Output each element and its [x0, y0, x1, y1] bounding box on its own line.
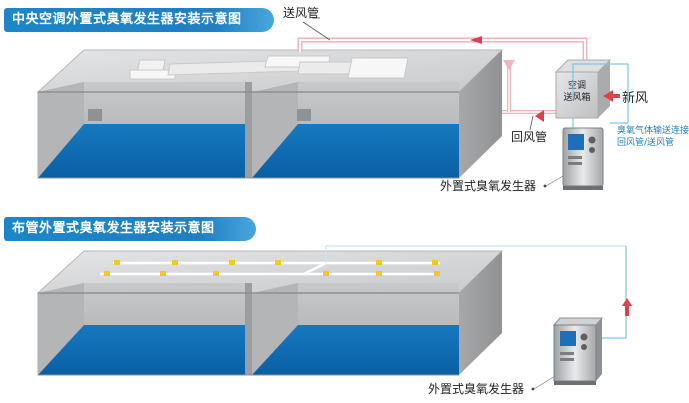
top-vent-1: [88, 109, 102, 121]
return-duct-label: 回风管: [511, 129, 547, 144]
fresh-air-arrow-icon: [603, 90, 620, 102]
supply-arrow-icon: [470, 36, 482, 44]
top-ozone-pipe: [572, 63, 629, 124]
bottom-ozone-generator-icon: [552, 317, 604, 385]
bottom-room1-floor: [38, 325, 245, 375]
return-arrow-icon: [535, 110, 544, 122]
top-diagram-title: 中央空调外置式臭氧发生器安装示意图: [4, 8, 274, 32]
top-vent-2: [297, 109, 311, 121]
ac-box-label-2: 送风箱: [563, 91, 590, 103]
outlet-marker: [323, 271, 329, 276]
bottom-pipe-network: [100, 245, 627, 339]
outlet-marker: [376, 271, 382, 276]
bottom-room2-floor: [252, 325, 459, 375]
ozone-outlets: [104, 260, 440, 276]
outlet-marker: [275, 260, 281, 265]
fresh-air-label: 新风: [622, 90, 648, 106]
bottom-generator-label: 外置式臭氧发生器: [428, 381, 524, 396]
top-return-duct: [502, 60, 558, 122]
outlet-marker: [434, 271, 440, 276]
top-side-wall: [459, 50, 502, 178]
top-ozone-generator-icon: [562, 127, 604, 190]
outlet-marker: [213, 271, 219, 276]
bottom-diagram-title: 布管外置式臭氧发生器安装示意图: [4, 217, 256, 241]
ac-box-label-1: 空调: [568, 79, 586, 91]
bottom-building: [36, 250, 504, 376]
top-room2-floor: [252, 124, 459, 178]
top-supply-duct-network: [129, 36, 588, 80]
connection-note-1: 臭氧气体输送连接: [617, 124, 689, 136]
outlet-marker: [432, 260, 438, 265]
outlet-marker: [114, 260, 120, 265]
top-generator-label: 外置式臭氧发生器: [440, 178, 536, 193]
outlet-marker: [376, 260, 382, 265]
connection-note-2: 回风管/送风管: [617, 136, 674, 148]
outlet-marker: [104, 271, 110, 276]
ac-supply-box: [554, 59, 612, 119]
outlet-marker: [172, 260, 178, 265]
supply-duct-leader: [302, 21, 331, 41]
top-room1-floor: [38, 124, 245, 178]
outlet-marker: [160, 271, 166, 276]
outlet-marker: [229, 260, 235, 265]
supply-duct-label: 送风管: [283, 5, 319, 20]
up-arrow-icon: [622, 298, 632, 316]
